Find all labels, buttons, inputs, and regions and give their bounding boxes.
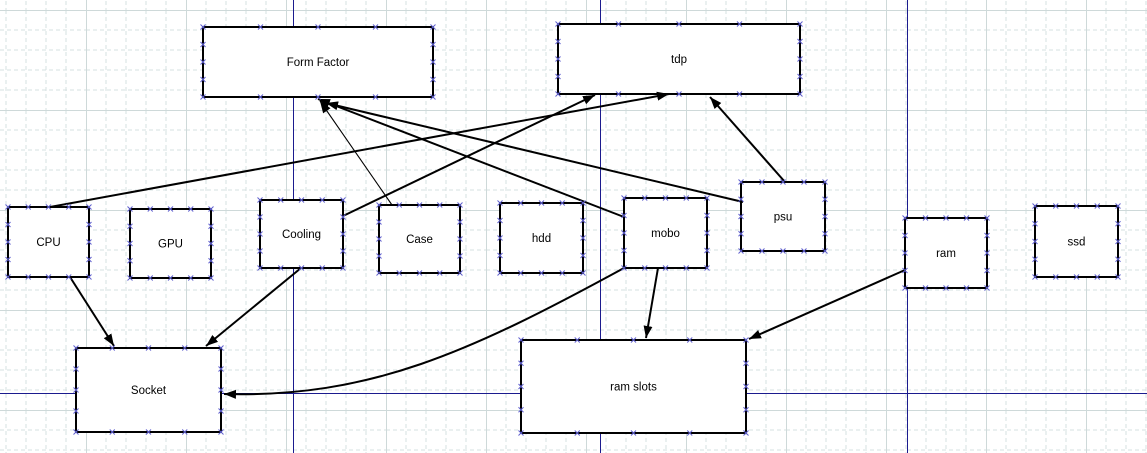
- edge-mobo-to-socket[interactable]: [223, 267, 625, 399]
- connection-points-ssd[interactable]: [1032, 203, 1121, 280]
- connection-points-form-factor[interactable]: [200, 24, 436, 100]
- node-label-gpu: GPU: [158, 239, 183, 251]
- node-label-hdd: hdd: [532, 233, 551, 245]
- connection-points-gpu[interactable]: [127, 206, 214, 281]
- node-label-tdp: tdp: [671, 54, 687, 66]
- node-psu[interactable]: [740, 181, 826, 252]
- connection-points-psu[interactable]: [738, 179, 828, 254]
- connection-points-ram-slots[interactable]: [518, 337, 749, 436]
- edge-psu-to-form-factor[interactable]: [325, 101, 744, 203]
- connection-points-socket[interactable]: [73, 345, 224, 435]
- edge-cpu-to-tdp[interactable]: [49, 91, 670, 208]
- edge-mobo-to-ram-slots[interactable]: [643, 267, 659, 339]
- edge-mobo-to-form-factor[interactable]: [317, 98, 625, 218]
- connection-points-tdp[interactable]: [555, 21, 803, 97]
- node-hdd[interactable]: [499, 202, 584, 274]
- node-socket[interactable]: [75, 347, 222, 433]
- node-label-mobo: mobo: [651, 228, 680, 240]
- connection-points-ram[interactable]: [902, 215, 990, 291]
- connection-points-case[interactable]: [376, 202, 463, 276]
- node-label-case: Case: [406, 234, 433, 246]
- node-label-ssd: ssd: [1068, 237, 1086, 249]
- connection-points-mobo[interactable]: [621, 195, 710, 271]
- edge-cooling-to-socket[interactable]: [205, 267, 302, 347]
- connection-points-hdd[interactable]: [497, 200, 586, 276]
- connection-points-cpu[interactable]: [5, 204, 92, 280]
- node-label-psu: psu: [774, 212, 793, 224]
- edge-ram-to-ram-slots[interactable]: [748, 269, 906, 340]
- connection-points-cooling[interactable]: [257, 197, 346, 271]
- node-label-socket: Socket: [131, 385, 167, 397]
- node-label-ram: ram: [936, 248, 956, 260]
- node-label-cooling: Cooling: [282, 229, 321, 241]
- node-label-form-factor: Form Factor: [287, 57, 350, 69]
- node-ram-slots[interactable]: [520, 339, 747, 434]
- edge-case-to-form-factor[interactable]: [319, 100, 393, 206]
- edge-psu-to-tdp[interactable]: [709, 96, 786, 183]
- node-label-cpu: CPU: [36, 237, 60, 249]
- node-label-ram-slots: ram slots: [610, 382, 657, 394]
- edge-cpu-to-socket[interactable]: [69, 276, 115, 347]
